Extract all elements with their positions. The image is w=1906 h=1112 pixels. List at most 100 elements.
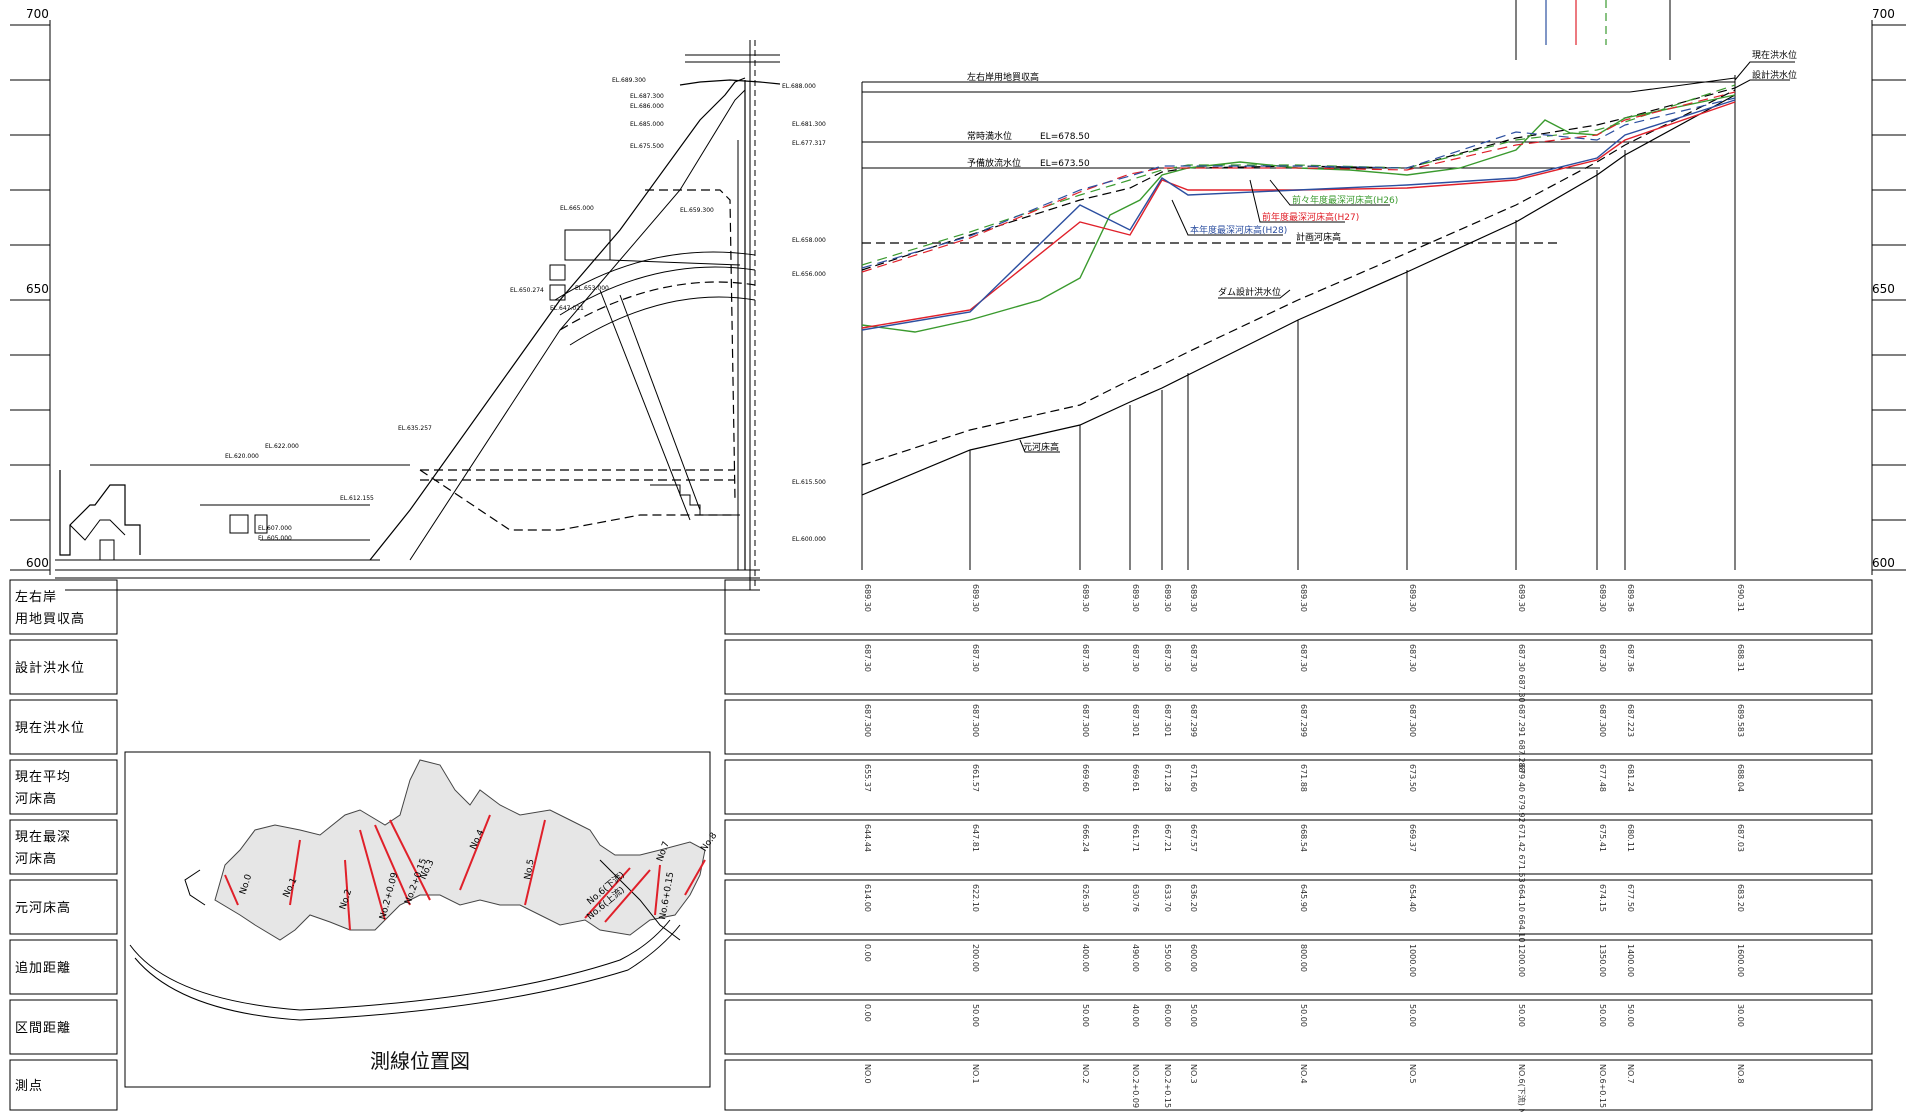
cell-moto-2: 626.30 [1081, 884, 1090, 912]
cell-yochi-0: 689.30 [863, 584, 872, 612]
label-h26: 前々年度最深河床高(H26) [1292, 194, 1398, 206]
reservoir-outline [214, 759, 706, 941]
label-h27: 前年度最深河床高(H27) [1262, 211, 1359, 223]
cell-yochi-9: 689.30 [1598, 584, 1607, 612]
label-joji-el: EL=678.50 [1040, 132, 1090, 142]
map-section-no8: No.8 [699, 831, 719, 854]
cell-heikin-11: 688.04 [1736, 764, 1745, 792]
cell-sekkei-1: 687.30 [971, 644, 980, 672]
cell-sekkei-10: 687.36 [1626, 644, 1635, 672]
cell-yochi-7: 689.30 [1408, 584, 1417, 612]
dam-el-650274: EL.650.274 [510, 287, 544, 294]
dam-el-687300: EL.687.300 [630, 93, 664, 100]
cell-heikin-5: 671.60 [1189, 764, 1198, 792]
cell-kukan-11: 30.00 [1736, 1004, 1745, 1027]
dam-el-607000: EL.607.000 [258, 525, 292, 532]
map-section-no5: No.5 [523, 858, 536, 880]
map-title: 測線位置図 [370, 1049, 470, 1073]
cell-sekkei-11: 688.31 [1736, 644, 1745, 672]
cell-saishin-0: 644.44 [863, 824, 872, 852]
cell-tsuika-8: 1200.00 [1517, 944, 1526, 977]
label-genzai-kozui: 現在洪水位 [1752, 49, 1797, 61]
row-values-box-yochi [724, 579, 1873, 635]
dam-el-620000: EL.620.000 [225, 453, 259, 460]
row-label-box-yochi [9, 579, 118, 635]
h28-line [861, 99, 1736, 331]
cell-genzai-10: 687.223 [1626, 704, 1635, 737]
elev-tick-700-right: 700 [1872, 7, 1895, 21]
cell-genzai-7: 687.300 [1408, 704, 1417, 737]
cell-sokuten-7: NO.5 [1408, 1064, 1417, 1084]
cell-heikin-3: 669.61 [1131, 764, 1140, 792]
cell-saishin-7: 669.37 [1408, 824, 1417, 852]
cell-tsuika-11: 1600.00 [1736, 944, 1745, 977]
cell-kukan-9: 50.00 [1598, 1004, 1607, 1027]
label-keikaku: 計画河床高 [1296, 231, 1341, 243]
cell-genzai-0: 687.300 [863, 704, 872, 737]
cell-heikin-6: 671.88 [1299, 764, 1308, 792]
cell-kukan-2: 50.00 [1081, 1004, 1090, 1027]
row-label-yochi-1: 用地買収高 [15, 611, 85, 627]
dam-el-689300: EL.689.300 [612, 77, 646, 84]
dam-el-658000: EL.658.000 [792, 237, 826, 244]
cell-yochi-6: 689.30 [1299, 584, 1308, 612]
elevation-scale-left: 700 650 600 [10, 7, 51, 575]
cell-yochi-11: 690.31 [1736, 584, 1745, 612]
cell-yochi-8: 689.30 [1517, 584, 1526, 612]
cell-genzai-4: 687.301 [1163, 704, 1172, 737]
dam-el-605000: EL.605.000 [258, 535, 292, 542]
cell-genzai-11: 689.583 [1736, 704, 1745, 737]
row-values-box-heikin [724, 759, 1873, 815]
row-label-moto-0: 元河床高 [15, 900, 71, 916]
elev-tick-600-left: 600 [26, 556, 49, 570]
row-label-yochi-0: 左右岸 [15, 590, 57, 605]
label-joji: 常時満水位 [967, 130, 1012, 142]
cell-saishin-4: 667.21 [1163, 824, 1172, 852]
cell-genzai-8: 687.291 687.288 [1517, 704, 1526, 773]
cell-tsuika-2: 400.00 [1081, 944, 1090, 972]
cell-heikin-8: 679.40 679.92 [1517, 764, 1526, 823]
cell-genzai-3: 687.301 [1131, 704, 1140, 737]
cell-tsuika-10: 1400.00 [1626, 944, 1635, 977]
cell-tsuika-6: 800.00 [1299, 944, 1308, 972]
cell-yochi-5: 689.30 [1189, 584, 1198, 612]
cell-kukan-1: 50.00 [971, 1004, 980, 1027]
cell-genzai-9: 687.300 [1598, 704, 1607, 737]
row-label-sokuten-0: 測点 [15, 1079, 43, 1094]
cell-sekkei-0: 687.30 [863, 644, 872, 672]
row-label-heikin-1: 河床高 [15, 791, 57, 807]
cell-heikin-4: 671.28 [1163, 764, 1172, 792]
cell-heikin-10: 681.24 [1626, 764, 1635, 792]
cell-tsuika-0: 0.00 [863, 944, 872, 962]
cell-yochi-10: 689.36 [1626, 584, 1635, 612]
cell-tsuika-9: 1350.00 [1598, 944, 1607, 977]
cell-kukan-3: 40.00 [1131, 1004, 1140, 1027]
cell-genzai-2: 687.300 [1081, 704, 1090, 737]
cell-sokuten-9: NO.6+0.15 [1598, 1064, 1607, 1108]
dam-el-685000: EL.685.000 [630, 121, 664, 128]
cell-sokuten-0: NO.0 [863, 1064, 872, 1084]
cell-saishin-10: 680.11 [1626, 824, 1635, 852]
row-label-heikin-0: 現在平均 [15, 770, 71, 785]
row-label-box-saishin [9, 819, 118, 875]
cell-moto-8: 664.10 664.10 [1517, 884, 1526, 943]
cell-moto-0: 614.00 [863, 884, 872, 912]
dam-el-681300: EL.681.300 [792, 121, 826, 128]
row-values-box-moto [724, 879, 1873, 935]
cell-moto-3: 630.76 [1131, 884, 1140, 912]
row-label-box-heikin [9, 759, 118, 815]
dam-cross-section: EL.689.300 EL.688.000 EL.687.300 EL.686.… [55, 40, 826, 591]
cell-saishin-3: 661.71 [1131, 824, 1140, 852]
row-values-box-tsuika [724, 939, 1873, 995]
longitudinal-profile: 左右岸用地買収高 常時満水位 EL=678.50 予備放流水位 EL=673.5… [861, 0, 1797, 570]
cell-saishin-11: 687.03 [1736, 824, 1745, 852]
cell-sokuten-6: NO.4 [1299, 1064, 1308, 1084]
cell-kukan-10: 50.00 [1626, 1004, 1635, 1027]
cell-sokuten-4: NO.2+0.15 [1163, 1064, 1172, 1108]
cell-saishin-1: 647.81 [971, 824, 980, 852]
cell-moto-10: 677.50 [1626, 884, 1635, 912]
cell-yochi-1: 689.30 [971, 584, 980, 612]
cell-sekkei-4: 687.30 [1163, 644, 1172, 672]
cell-tsuika-7: 1000.00 [1408, 944, 1417, 977]
dam-el-622000: EL.622.000 [265, 443, 299, 450]
